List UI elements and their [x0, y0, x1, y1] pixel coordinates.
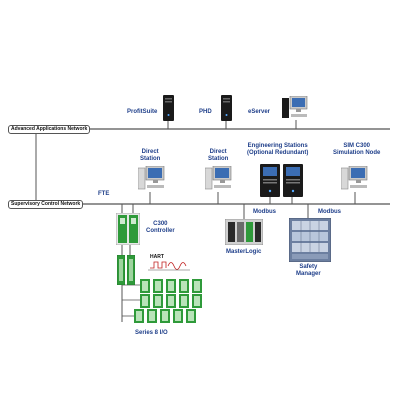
supervisory-network-label: Supervisory Control Network [8, 200, 84, 209]
io-row-3 [134, 309, 196, 328]
series8-io-label: Series 8 I/O [135, 330, 168, 336]
io-module-icon [116, 254, 126, 290]
controller-icon [115, 212, 141, 250]
eserver-label: eServer [248, 109, 271, 115]
masterlogic-label: MasterLogic [226, 249, 262, 255]
hart-waveform [150, 261, 167, 269]
safety-manager-label: Safety Manager [296, 264, 321, 277]
workstation-icon [204, 165, 233, 197]
io-module-icon [126, 254, 136, 290]
server-tower-icon [260, 164, 280, 202]
server-tower-icon [283, 164, 303, 202]
workstation-icon [282, 95, 308, 126]
direct-station-1-label: Direct Station [140, 149, 161, 162]
server-tower-icon [163, 95, 174, 126]
fte-label: FTE [98, 191, 110, 197]
engineering-stations-label: Engineering Stations (Optional Redundant… [247, 143, 309, 156]
advanced-network-label: Advanced Applications Network [8, 125, 91, 134]
workstation-icon [137, 165, 166, 197]
direct-station-2-label: Direct Station [208, 149, 229, 162]
workstation-icon [340, 165, 369, 197]
sim-c300-label: SIM C300 Simulation Node [333, 143, 381, 156]
io-row-1 [140, 279, 202, 298]
modbus-1-label: Modbus [253, 209, 276, 215]
profitsuite-label: ProfitSuite [127, 109, 158, 115]
modbus-2-label: Modbus [318, 209, 341, 215]
hart-label: HART [150, 254, 164, 260]
safety-manager-cabinet-icon [288, 217, 332, 267]
phd-label: PHD [199, 109, 212, 115]
server-tower-icon [221, 95, 232, 126]
c300-controller-label: C300 Controller [146, 221, 175, 234]
io-row-2 [140, 294, 202, 313]
masterlogic-plc-icon [224, 218, 264, 250]
